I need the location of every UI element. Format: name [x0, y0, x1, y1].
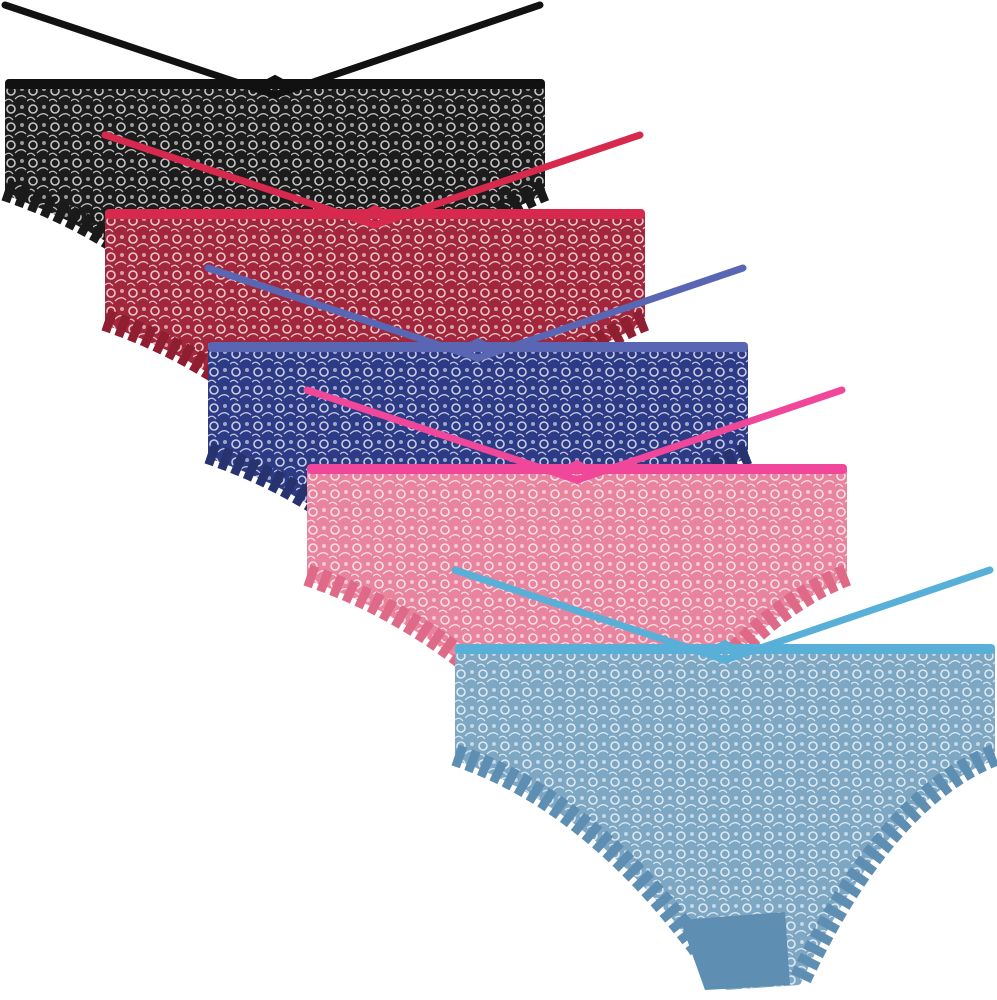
crotch-panel [680, 912, 790, 990]
garment-light-blue [451, 566, 997, 992]
right-scallop-trim [642, 564, 852, 771]
keyhole-detail [558, 459, 596, 485]
right-scallop-trim [440, 309, 650, 516]
cross-straps [204, 264, 747, 362]
right-scallop-trim [790, 744, 997, 985]
waistband [5, 79, 545, 89]
waistband [105, 209, 645, 219]
cross-straps [101, 131, 644, 229]
waistband [455, 644, 995, 654]
cross-straps [451, 566, 994, 664]
keyhole-detail [706, 639, 744, 665]
right-scallop-trim [340, 179, 550, 386]
waistband [307, 464, 847, 474]
keyhole-detail [256, 74, 294, 100]
lace-body [307, 470, 847, 775]
cross-straps [303, 386, 846, 484]
cross-straps [1, 1, 544, 99]
left-scallop-trim [451, 744, 735, 992]
keyhole-detail [356, 204, 394, 230]
lace-body [455, 650, 995, 990]
waistband [208, 342, 748, 352]
keyhole-detail [459, 337, 497, 363]
